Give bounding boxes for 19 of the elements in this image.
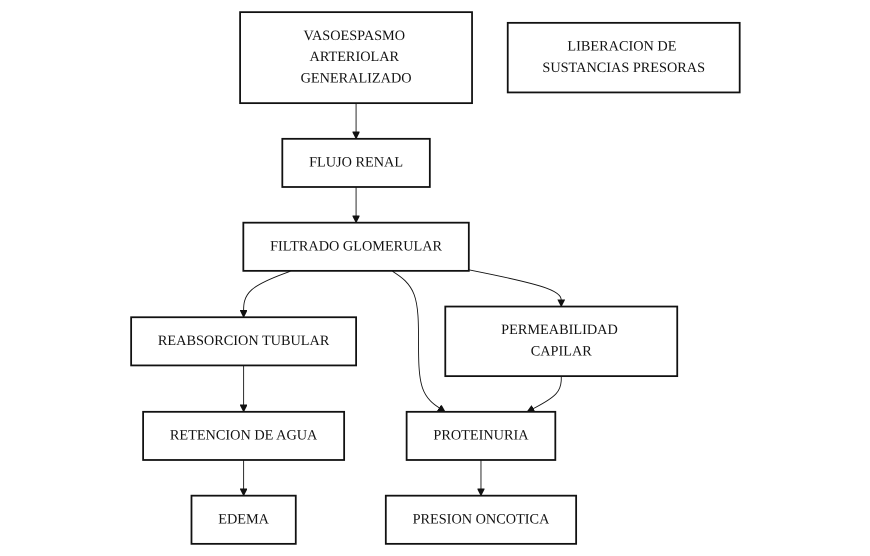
arrow bbox=[391, 270, 446, 412]
arrow bbox=[468, 269, 565, 307]
node-box: FILTRADO GLOMERULAR bbox=[242, 222, 470, 272]
arrow bbox=[239, 460, 248, 496]
node-box: VASOESPASMO ARTERIOLAR GENERALIZADO bbox=[238, 11, 473, 104]
arrow bbox=[352, 186, 360, 224]
node-box: PERMEABILIDAD CAPILAR bbox=[444, 306, 678, 378]
node-box: LIBERACION DE SUSTANCIAS PRESORAS bbox=[506, 22, 740, 94]
node-box: REABSORCION TUBULAR bbox=[130, 316, 357, 366]
arrow bbox=[239, 270, 292, 318]
arrow bbox=[476, 460, 484, 496]
arrow bbox=[526, 376, 562, 412]
node-box: RETENCION DE AGUA bbox=[142, 410, 345, 461]
arrow bbox=[239, 364, 248, 412]
node-box: PRESION ONCOTICA bbox=[384, 494, 577, 545]
node-box: FLUJO RENAL bbox=[281, 138, 430, 188]
node-box: EDEMA bbox=[190, 494, 296, 545]
arrow bbox=[352, 102, 360, 140]
node-box: PROTEINURIA bbox=[405, 410, 556, 461]
